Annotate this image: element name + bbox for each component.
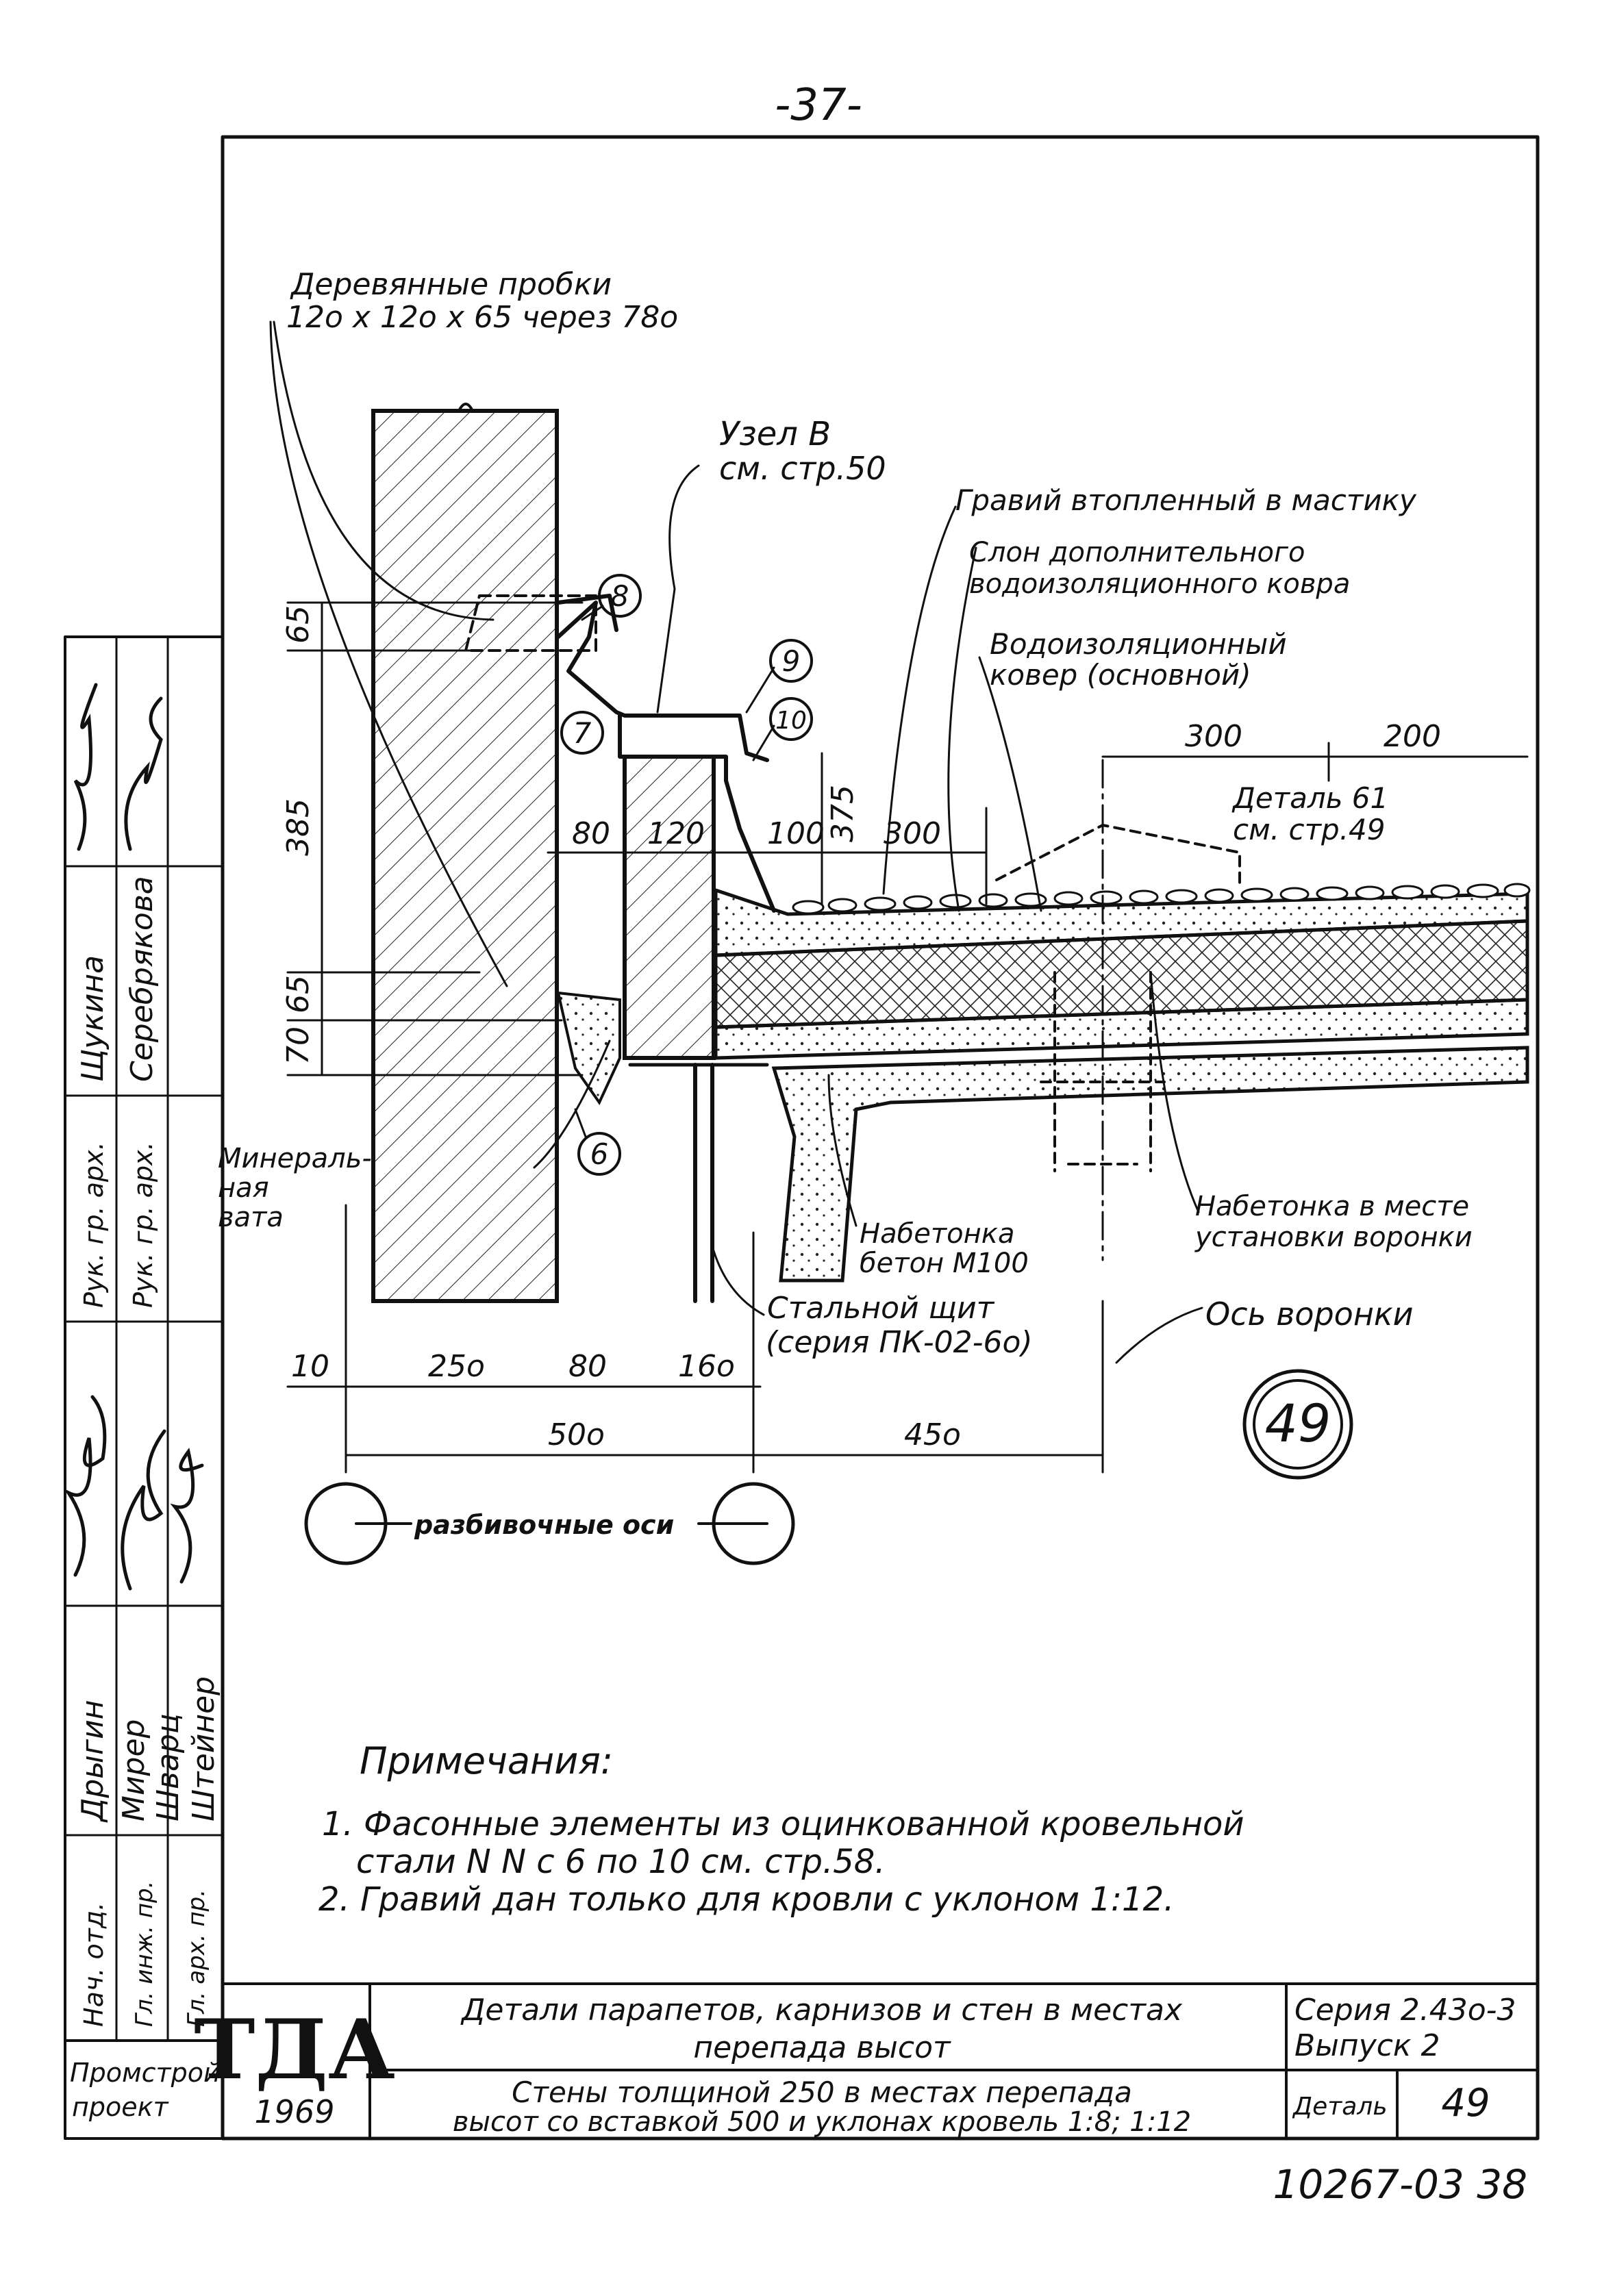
stamp-name-4: Штейнер: [186, 1676, 221, 1821]
funnel-axis-label: Ось воронки: [1205, 1296, 1414, 1333]
page-number: -37-: [775, 80, 862, 131]
dim-200: 200: [1384, 719, 1441, 754]
notes-heading: Примечания:: [360, 1739, 613, 1782]
concrete-fill-line2: бетон М100: [860, 1248, 1029, 1279]
dim-65-top: 65: [281, 605, 316, 644]
marker-7: 7: [573, 716, 592, 750]
year: 1969: [254, 2093, 334, 2130]
dim-120: 120: [647, 816, 705, 851]
dim-70: 70: [281, 1026, 316, 1065]
dim-100: 100: [767, 816, 825, 851]
dimension-labels: 65 385 65 70 80 120 100 375 300 300 200 …: [281, 605, 1441, 1452]
main-carpet-line1: Водоизоляционный: [990, 627, 1287, 661]
marker-8: 8: [611, 579, 629, 613]
leaders: [269, 320, 1203, 1364]
dim-80-bot: 80: [568, 1349, 607, 1384]
mineral-wool-line3: вата: [218, 1202, 284, 1233]
sub-line-1: Стены толщиной 250 в местах перепада: [512, 2076, 1132, 2109]
series-line-1: Серия 2.43о-3: [1294, 1993, 1516, 2028]
extra-layer-line2: водоизоляционного ковра: [969, 568, 1350, 600]
org-line-2: проект: [72, 2092, 170, 2122]
steel-shield-line2: (серия ПК-02-6о): [766, 1325, 1033, 1360]
stamp-role-2: Гл. инж. пр.: [131, 1881, 158, 2027]
dim-300-mid: 300: [884, 816, 941, 851]
note-1-cont: стали N N с 6 по 10 см. стр.58.: [356, 1843, 886, 1881]
dim-80-top: 80: [572, 816, 610, 851]
detail-number: 49: [1265, 1393, 1331, 1454]
dimensions: [286, 601, 1529, 1456]
marker-10: 10: [775, 707, 807, 735]
org-line-1: Промстрой: [70, 2058, 221, 2088]
node-b-line1: Узел В: [719, 415, 831, 453]
dim-160: 16о: [678, 1349, 735, 1384]
concrete-fill-line1: Набетонка: [860, 1218, 1014, 1250]
gravel-layer: [792, 883, 1531, 915]
funnel-fill-line1: Набетонка в месте: [1195, 1191, 1469, 1222]
mineral-wool-line2: ная: [218, 1172, 269, 1204]
title-line-2: перепада высот: [693, 2030, 951, 2065]
detail-label: Деталь: [1292, 2093, 1388, 2121]
wood-plugs-line1: Деревянные пробки: [290, 267, 612, 302]
steel-shield-line1: Стальной щит: [767, 1291, 995, 1326]
dim-10: 10: [291, 1349, 329, 1384]
stamp-name-1: Дрыгин: [75, 1700, 110, 1823]
stamp-name-6: Серебрякова: [125, 876, 160, 1082]
funnel-fill-line2: установки воронки: [1194, 1222, 1473, 1253]
title-block: ТДА 1969 Детали парапетов, карнизов и ст…: [194, 1982, 1539, 2140]
dim-300-top: 300: [1185, 719, 1242, 754]
mineral-wool-fill: [556, 991, 621, 1105]
stamp-name-5: Щукина: [75, 955, 110, 1082]
section-drawing: [345, 403, 1531, 1474]
note-2: 2. Гравий дан только для кровли с уклоно…: [318, 1880, 1174, 1919]
detail-ref-line1: Деталь 61: [1231, 781, 1388, 815]
note-1: 1. Фасонные элементы из оцинкованной кро…: [322, 1805, 1244, 1843]
markers: 8 7 9 10 6: [560, 574, 813, 1176]
logo-tda: ТДА: [194, 2002, 395, 2098]
sub-line-2: высот со вставкой 500 и уклонах кровель …: [453, 2106, 1191, 2138]
marking-axes-label: разбивочные оси: [414, 1510, 674, 1540]
stamp-role-1: Нач. отд.: [79, 1902, 109, 2027]
marker-6: 6: [590, 1137, 609, 1171]
dim-385: 385: [281, 798, 316, 856]
stamp-name-3: Шварц: [151, 1713, 186, 1821]
dim-250: 25о: [428, 1349, 485, 1384]
dim-375: 375: [825, 785, 860, 842]
detail-value: 49: [1441, 2081, 1490, 2125]
stamp-name-2: Мирер: [116, 1719, 151, 1822]
roof-slab: [714, 998, 1529, 1060]
dim-450: 45о: [904, 1417, 961, 1452]
dim-65-low: 65: [281, 975, 316, 1013]
archive-number: 10267-03 38: [1273, 2161, 1527, 2208]
extra-layer-line1: Слон дополнительного: [969, 537, 1305, 568]
roof-beam: [771, 1046, 1529, 1283]
marker-9: 9: [782, 644, 801, 678]
dim-500: 50о: [548, 1417, 605, 1452]
mineral-wool-line1: Минераль-: [218, 1143, 372, 1174]
node-b-line2: см. стр.50: [719, 450, 886, 487]
roof-screed: [714, 887, 1529, 957]
main-carpet-line2: ковер (основной): [990, 658, 1251, 692]
gravel-label: Гравий втопленный в мастику: [955, 483, 1417, 517]
notes: Примечания: 1. Фасонные элементы из оцин…: [318, 1739, 1244, 1919]
series-line-2: Выпуск 2: [1294, 2028, 1440, 2063]
insert-block: [623, 755, 716, 1060]
brick-wall: [371, 409, 559, 1303]
stamp-role-4: Рук. гр. арх.: [79, 1141, 109, 1308]
org-cell: Промстрой проект: [64, 2039, 224, 2140]
title-line-1: Детали парапетов, карнизов и стен в мест…: [460, 1993, 1183, 2028]
marking-axes: разбивочные оси: [304, 1482, 795, 1565]
stamp-role-5: Рук. гр. арх.: [128, 1141, 158, 1308]
detail-number-badge: 49: [1242, 1369, 1353, 1480]
signatures: [63, 683, 204, 1591]
wood-plugs-line2: 12о x 12о x 65 через 78о: [286, 300, 678, 335]
callout-texts: Деревянные пробки 12о x 12о x 65 через 7…: [218, 267, 1473, 1360]
stamp-role-3: Гл. арх. пр.: [183, 1889, 210, 2027]
detail-ref-line2: см. стр.49: [1233, 813, 1386, 846]
side-stamp: Нач. отд. Гл. инж. пр. Гл. арх. пр. Рук.…: [63, 635, 224, 2042]
